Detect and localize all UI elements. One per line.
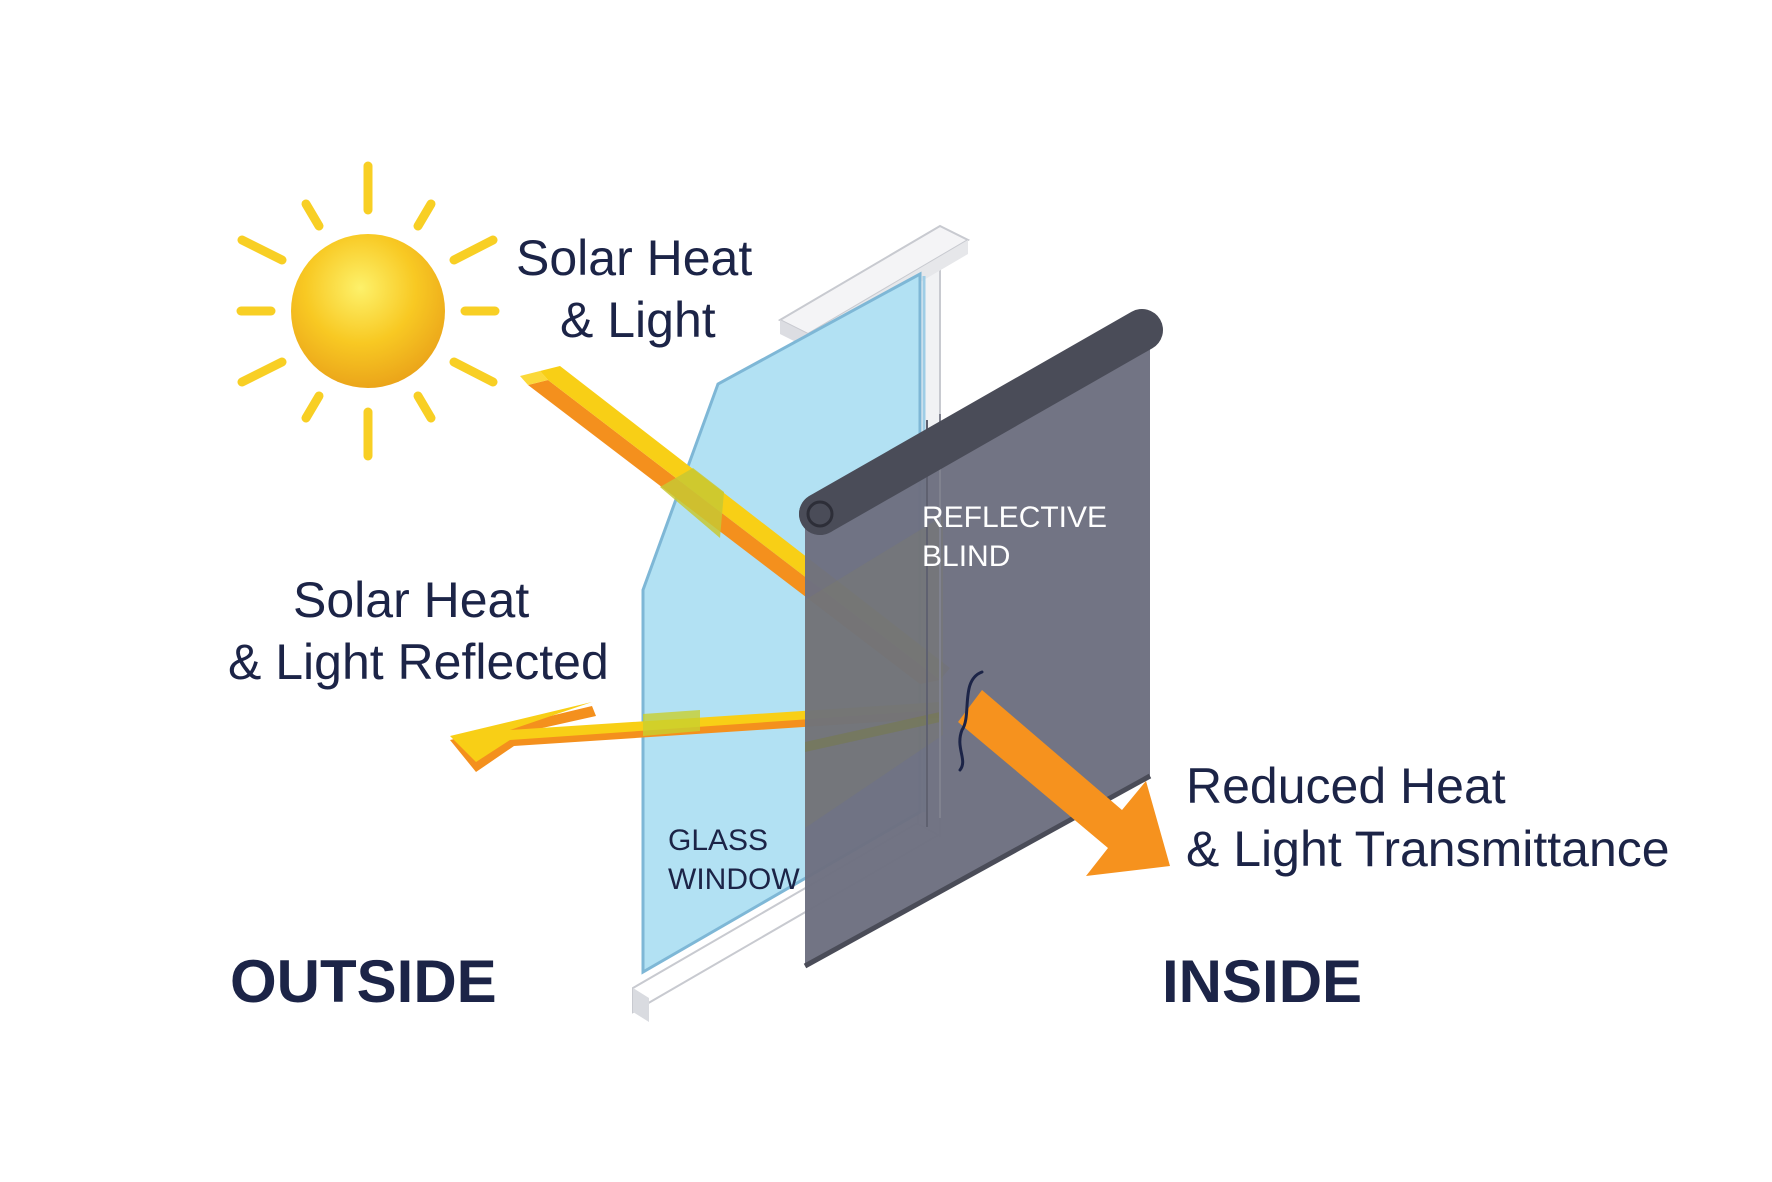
inside-label: INSIDE — [1162, 948, 1362, 1015]
sun-icon — [236, 161, 500, 461]
roller-tube — [799, 309, 1163, 535]
transmittance-label: Reduced Heat & Light Transmittance — [1186, 758, 1670, 877]
solar-heat-light-label: Solar Heat & Light — [516, 230, 766, 348]
reflected-label: Solar Heat & Light Reflected — [228, 572, 609, 690]
glass-window-label: GLASS WINDOW — [668, 824, 800, 896]
transmitted-ray — [958, 670, 1170, 876]
outside-label: OUTSIDE — [230, 948, 497, 1015]
reflective-blind-label: REFLECTIVE BLIND — [922, 501, 1115, 573]
